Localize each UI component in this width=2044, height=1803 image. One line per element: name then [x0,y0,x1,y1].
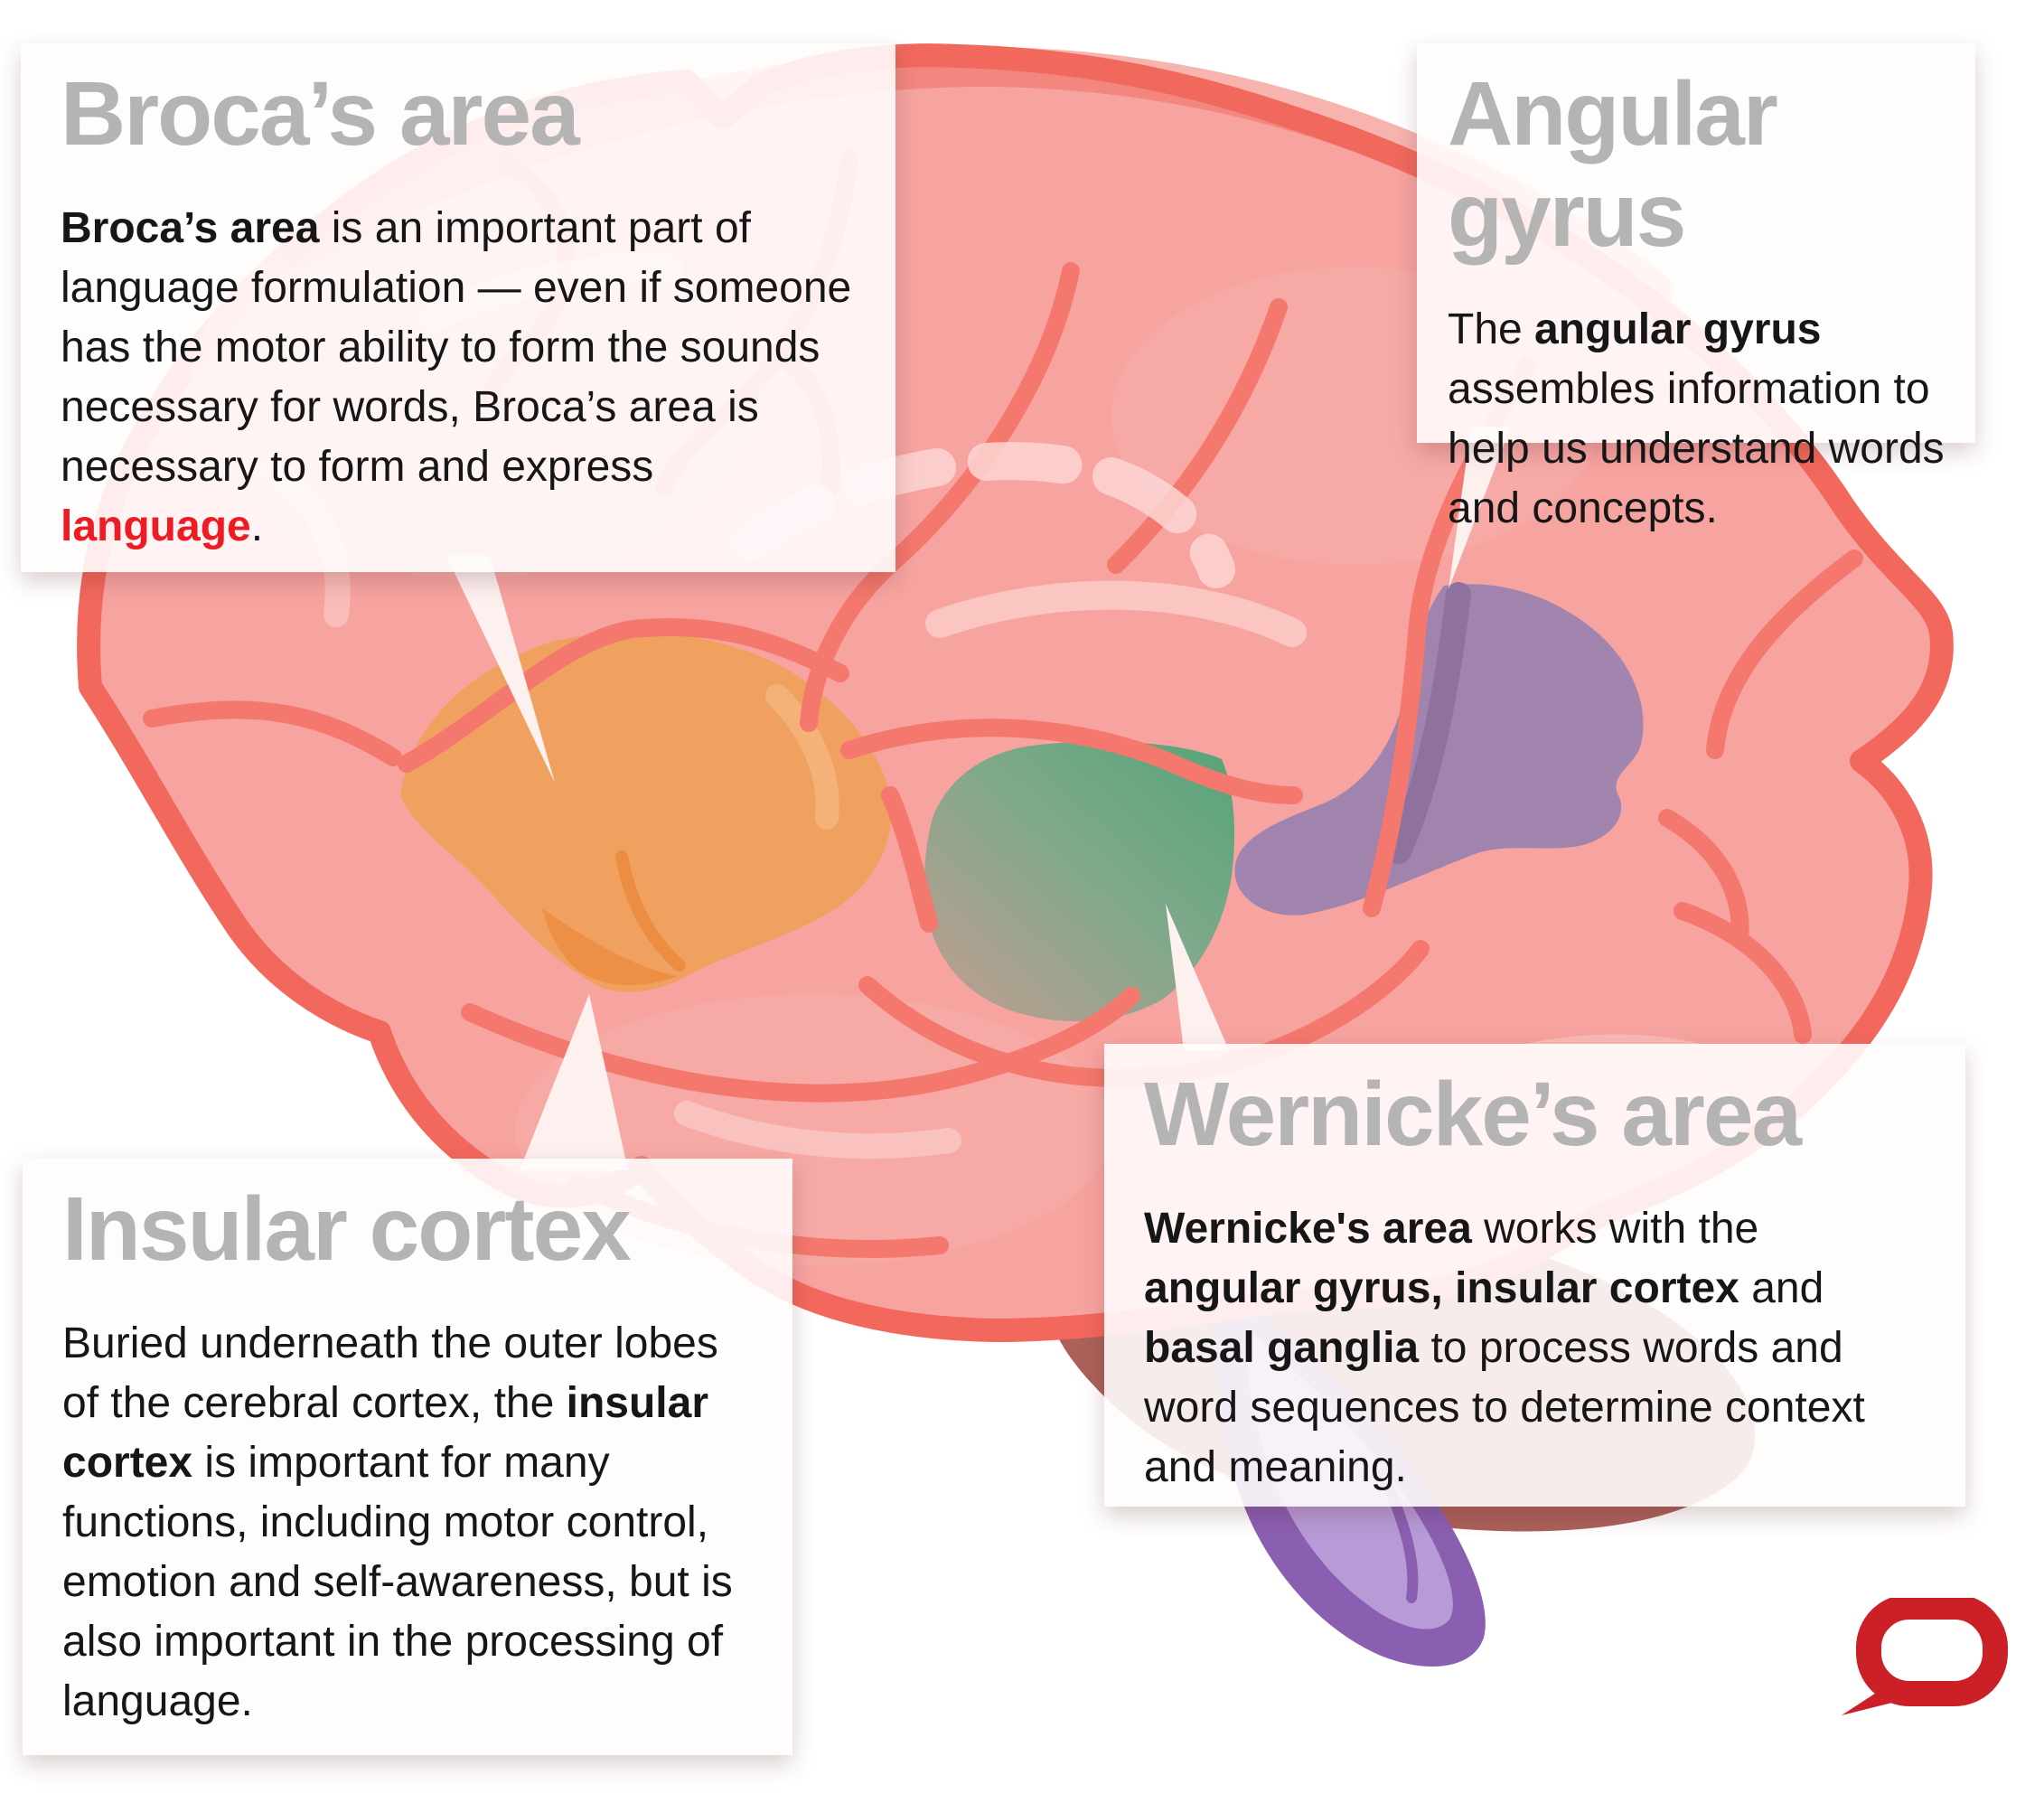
callout-broca: Broca’s area Broca’s area is an importan… [21,43,895,572]
wernicke-pointer [1166,904,1229,1050]
callout-wernicke: Wernicke’s area Wernicke's area works wi… [1104,1044,1965,1507]
callout-broca-title: Broca’s area [61,63,580,164]
callout-insular-body: Buried underneath the outer lobes of the… [62,1319,733,1725]
broca-region [400,633,892,992]
callout-insular: Insular cortex Buried underneath the out… [23,1159,792,1755]
wernicke-region [924,741,1235,1022]
angular-region [1234,582,1644,916]
callout-wernicke-title: Wernicke’s area [1144,1064,1802,1165]
angular-pointer [1449,427,1511,589]
callout-insular-title: Insular cortex [62,1179,632,1280]
callout-angular: Angular gyrus The angular gyrus assemble… [1417,43,1975,532]
callout-broca-body: Broca’s area is an important part of lan… [61,204,852,550]
callout-angular-body: The angular gyrus assembles information … [1448,305,1945,532]
insular-pointer [520,994,628,1170]
callout-pointers [446,427,1511,1170]
callout-angular-title: Angular gyrus [1448,63,1778,266]
callout-wernicke-body: Wernicke's area works with the angular g… [1144,1205,1865,1491]
the-conversation-speech-bubble-icon [1833,1594,2013,1733]
broca-pointer [446,556,555,783]
